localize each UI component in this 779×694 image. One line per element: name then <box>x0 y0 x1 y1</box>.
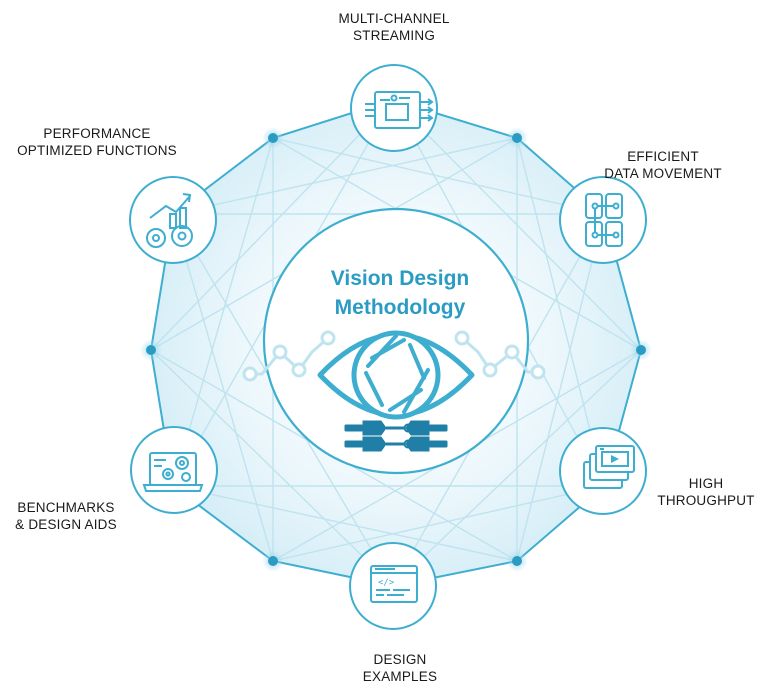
streaming-module-icon <box>365 91 434 129</box>
vertex-dot <box>512 133 522 143</box>
vertex-dots <box>140 127 652 572</box>
label-line: PERFORMANCE <box>43 126 151 141</box>
lattice-line <box>150 99 394 351</box>
network-lattice <box>150 99 642 587</box>
center-title-line1: Vision Design <box>330 267 470 290</box>
laptop-gears-icon <box>142 452 204 492</box>
node-circle-performance-optimized-functions <box>129 176 217 264</box>
label-benchmarks-design-aids: BENCHMARKS & DESIGN AIDS <box>0 499 176 533</box>
center-title-line2: Methodology <box>334 296 466 319</box>
label-line: & DESIGN AIDS <box>15 517 117 532</box>
circuit-right-icon <box>454 330 546 380</box>
lattice-line <box>172 137 518 215</box>
label-design-examples: DESIGN EXAMPLES <box>290 651 510 685</box>
lattice-line <box>150 349 394 587</box>
lattice-line <box>172 485 518 562</box>
code-window-icon: </> <box>370 565 418 603</box>
node-circle-design-examples <box>349 542 437 630</box>
eye-aperture-icon <box>317 330 475 420</box>
label-line: EXAMPLES <box>362 669 438 684</box>
vertex-dot <box>268 556 278 566</box>
node-circle-multi-channel-streaming <box>350 64 438 152</box>
label-line: DATA MOVEMENT <box>604 166 722 181</box>
label-efficient-data-movement: EFFICIENT DATA MOVEMENT <box>553 148 773 182</box>
lattice-line <box>172 213 274 562</box>
label-line: EFFICIENT <box>627 149 699 164</box>
vertex-dot <box>268 133 278 143</box>
vertex-dot <box>146 345 156 355</box>
label-line: MULTI-CHANNEL <box>338 11 450 26</box>
label-performance-optimized-functions: PERFORMANCE OPTIMIZED FUNCTIONS <box>0 125 207 159</box>
label-line: HIGH <box>688 476 724 491</box>
lattice-line <box>516 137 605 487</box>
label-high-throughput: HIGH THROUGHPUT <box>596 475 779 509</box>
lattice-line <box>272 137 605 215</box>
label-line: DESIGN <box>373 652 427 667</box>
lattice-line <box>516 213 605 562</box>
vertex-dot <box>512 556 522 566</box>
label-line: STREAMING <box>352 28 436 43</box>
label-line: THROUGHPUT <box>657 493 755 508</box>
chart-gears-icon <box>146 193 193 248</box>
label-line: OPTIMIZED FUNCTIONS <box>17 143 177 158</box>
vertex-dot <box>636 345 646 355</box>
svg-text:</>: </> <box>378 578 395 588</box>
connector-pins-icon <box>344 420 448 452</box>
node-circle-efficient-data-movement <box>559 176 647 264</box>
circuit-left-icon <box>242 330 336 382</box>
label-line: BENCHMARKS <box>17 500 115 515</box>
stacked-video-icon <box>583 445 635 489</box>
data-blocks-icon <box>585 193 623 247</box>
center-title: Vision Design Methodology <box>300 264 500 322</box>
label-multi-channel-streaming: MULTI-CHANNEL STREAMING <box>284 10 504 44</box>
lattice-line <box>272 485 605 562</box>
